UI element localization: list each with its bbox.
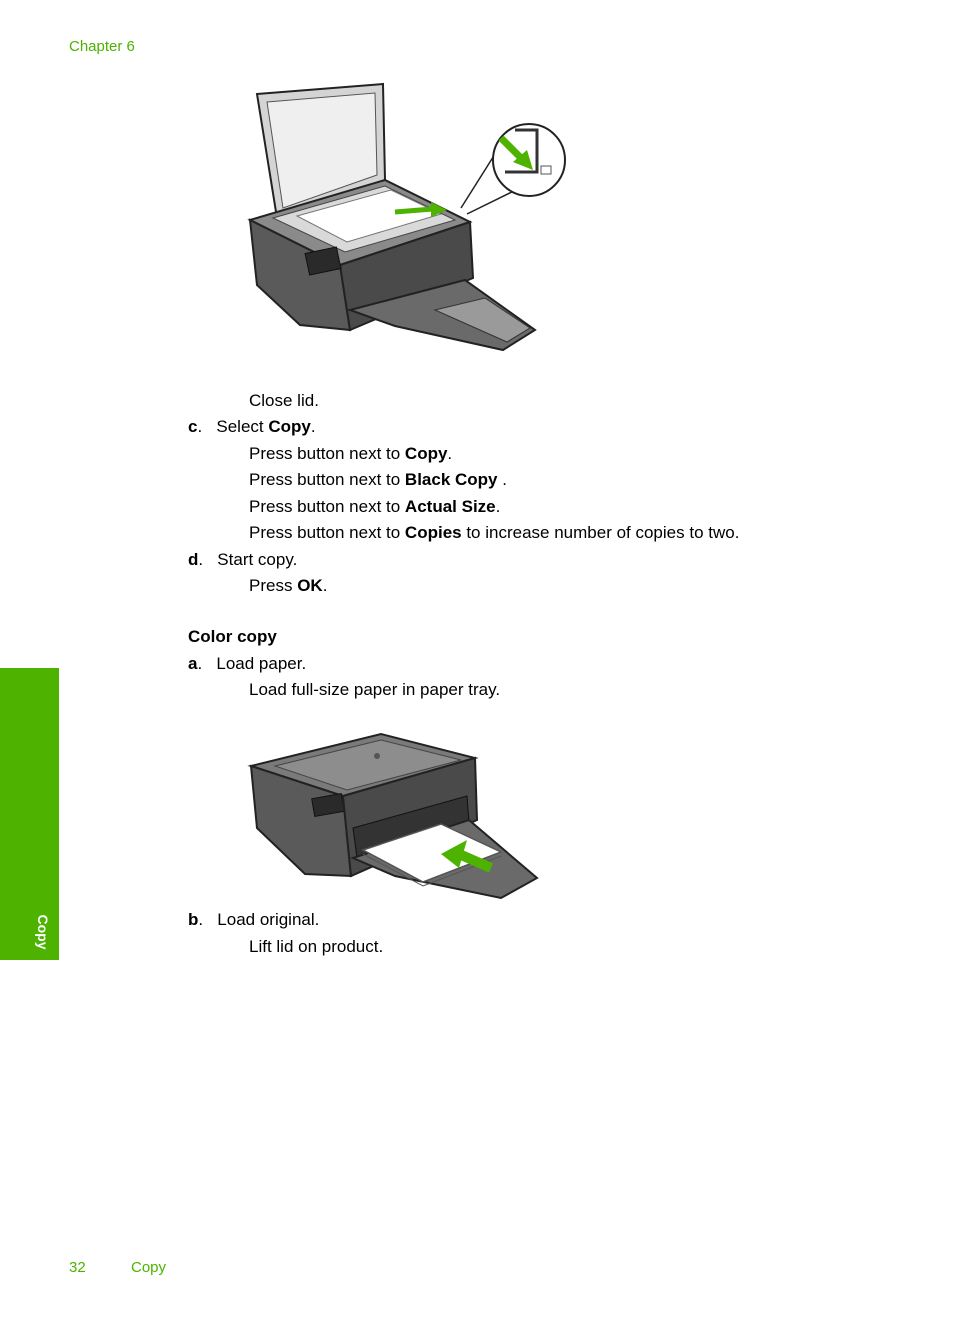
substep-pre: Press button next to (249, 444, 405, 463)
substep-pre: Press (249, 576, 298, 595)
substep: Press button next to Copies to increase … (249, 523, 739, 543)
step-a: a. Load paper. (188, 654, 306, 674)
footer-section: Copy (131, 1259, 167, 1276)
substep: Lift lid on product. (249, 937, 384, 956)
substep-bold: OK (297, 576, 323, 595)
substep-post: . (322, 576, 328, 595)
close-lid-text: Close lid. (249, 391, 319, 410)
step-text: Start copy. (217, 550, 298, 569)
printer-lid-open-illustration (247, 82, 566, 352)
substep-bold: Copy (404, 444, 448, 463)
step-letter: c (188, 417, 198, 436)
substep: Press button next to Actual Size. (249, 497, 500, 517)
substep-post: . (495, 497, 501, 516)
substep-bold: Actual Size (404, 497, 496, 516)
substep: Press OK. (249, 576, 327, 596)
page-number: 32 (69, 1259, 86, 1276)
substep-post: . (447, 444, 453, 463)
substep-post: . (497, 470, 507, 489)
step-sep: . (198, 550, 204, 569)
step-sep: . (197, 417, 203, 436)
step-d: d. Start copy. (188, 550, 297, 570)
substep: Press button next to Copy. (249, 444, 452, 464)
step-letter: a (188, 654, 198, 673)
step-letter: d (188, 550, 199, 569)
step-sep: . (197, 654, 203, 673)
substep-pre: Press button next to (249, 470, 405, 489)
step-letter: b (188, 910, 199, 929)
section-heading: Color copy (188, 627, 277, 646)
substep: Press button next to Black Copy . (249, 470, 507, 490)
step-text: Select (216, 417, 269, 436)
step-c: c. Select Copy. (188, 417, 316, 437)
step-text: Load original. (217, 910, 320, 929)
substep-post: to increase number of copies to two. (461, 523, 740, 542)
side-tab (0, 668, 59, 960)
step-b: b. Load original. (188, 910, 319, 930)
step-bold: Copy (268, 417, 311, 436)
substep-bold: Black Copy (404, 470, 498, 489)
step-end: . (310, 417, 316, 436)
substep: Load full-size paper in paper tray. (249, 680, 501, 699)
substep-bold: Copies (404, 523, 462, 542)
printer-load-paper-illustration (247, 732, 539, 900)
chapter-header: Chapter 6 (69, 38, 135, 55)
side-tab-label: Copy (35, 914, 51, 950)
step-text: Load paper. (216, 654, 307, 673)
step-sep: . (198, 910, 204, 929)
substep-pre: Press button next to (249, 497, 405, 516)
substep-pre: Press button next to (249, 523, 405, 542)
